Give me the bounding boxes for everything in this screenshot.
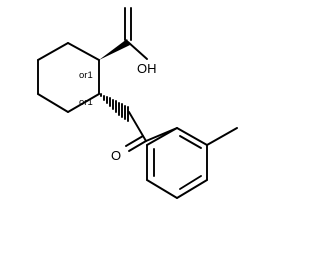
ring-bond — [146, 127, 178, 146]
methyl-bond — [206, 127, 238, 146]
ketone-oxygen-label: O — [111, 148, 121, 163]
ring-bond — [146, 179, 178, 199]
ketone-double-bond — [128, 140, 147, 152]
hashed-bond — [100, 93, 129, 122]
ketone-double-bond — [125, 135, 144, 147]
benzene-ring — [146, 127, 208, 199]
ring-bond — [176, 127, 208, 146]
ring-bond — [37, 42, 69, 61]
ring-bond — [176, 179, 208, 199]
cyclohexane-ring — [37, 42, 100, 113]
stereo-label-c2: or1 — [79, 97, 93, 108]
ring-bond — [67, 93, 100, 113]
wedge-bond — [99, 39, 130, 60]
ketone-group: O — [111, 135, 147, 163]
carboxylic-acid-group: OH — [124, 7, 157, 76]
ring-bond — [37, 93, 69, 113]
hydroxyl-label: OH — [137, 61, 157, 76]
aromatic-inner-bond — [179, 135, 202, 149]
hydroxyl-bond — [127, 41, 148, 60]
ring-bond — [67, 42, 100, 61]
chemical-structure: OH or1 or1 O — [37, 7, 238, 199]
aromatic-inner-bond — [179, 175, 202, 190]
stereo-label-c1: or1 — [79, 70, 93, 81]
